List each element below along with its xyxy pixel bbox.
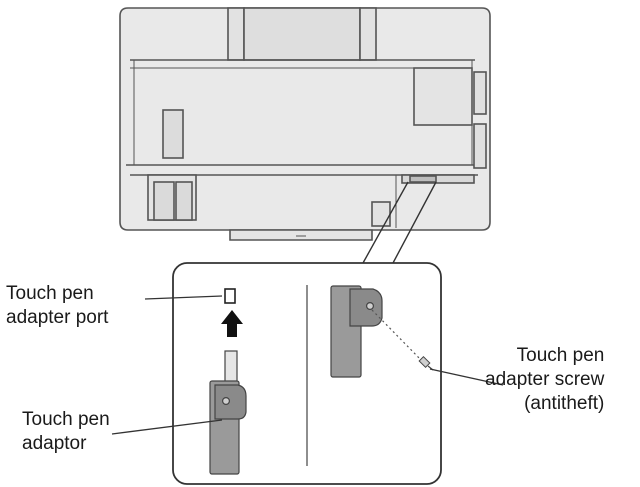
top-bracket-left xyxy=(227,7,245,61)
leader-lines xyxy=(111,295,504,435)
up-arrow-icon xyxy=(221,310,243,337)
label-adaptor-line1: Touch pen xyxy=(22,409,110,430)
display-base-strip xyxy=(229,229,373,241)
display-rear-view xyxy=(119,7,491,241)
leader-screw xyxy=(429,368,504,386)
terminal-panel xyxy=(413,67,473,126)
side-port-lower xyxy=(473,123,487,169)
bottom-right-small xyxy=(371,201,391,227)
bottom-right-block xyxy=(401,174,475,184)
left-slot xyxy=(162,109,184,159)
label-touch-pen-adapter-port: Touch pen adapter port xyxy=(6,282,108,330)
adapter-port-location xyxy=(409,175,437,183)
leader-adaptor xyxy=(111,419,223,435)
screw-head xyxy=(418,355,431,369)
label-port-line1: Touch pen xyxy=(6,283,94,304)
top-bracket-right xyxy=(359,7,377,61)
zoom-line-left xyxy=(362,181,409,264)
label-port-line2: adapter port xyxy=(6,307,109,328)
adaptor-screw-hole xyxy=(222,397,231,406)
bottom-left-inner-2 xyxy=(175,181,193,221)
label-adaptor-line2: adaptor xyxy=(22,433,87,454)
antitheft-screw xyxy=(418,355,434,371)
installed-adaptor xyxy=(330,285,383,378)
zoom-lines xyxy=(362,181,437,264)
label-screw-line3: (antitheft) xyxy=(524,393,605,414)
zoom-line-right xyxy=(392,181,437,264)
installed-screw-hole xyxy=(366,302,375,311)
label-screw-line2: adapter screw xyxy=(485,369,605,390)
label-touch-pen-adaptor: Touch pen adaptor xyxy=(22,408,110,456)
side-port-upper xyxy=(473,71,487,115)
bottom-left-inner xyxy=(153,181,175,221)
adaptor-head xyxy=(214,384,247,420)
installed-adaptor-head xyxy=(349,288,383,327)
adapter-port-slot xyxy=(224,288,236,304)
leader-port xyxy=(144,295,223,300)
top-bracket-center xyxy=(243,7,361,61)
label-touch-pen-adapter-screw: Touch pen adapter screw (antitheft) xyxy=(485,344,604,416)
pen-adaptor-part xyxy=(209,350,247,475)
screw-path-dotted xyxy=(371,309,425,364)
label-screw-line1: Touch pen xyxy=(516,345,605,366)
adaptor-pin xyxy=(224,350,238,385)
